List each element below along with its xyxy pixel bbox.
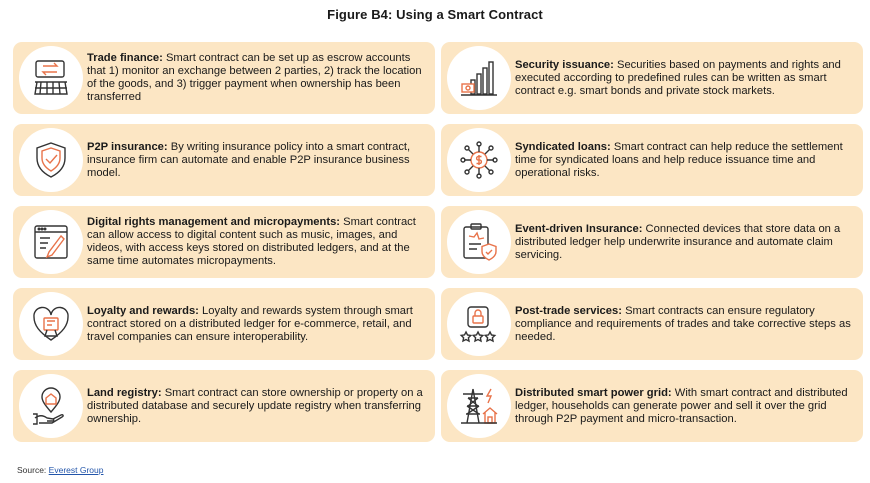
card-trade-finance: Trade finance: Smart contract can be set…: [13, 42, 435, 114]
digital-rights-icon: [19, 210, 83, 274]
card-term: Security issuance:: [515, 58, 614, 71]
card-term: Land registry:: [87, 386, 162, 399]
loyalty-rewards-icon: [19, 292, 83, 356]
card-description: Smart contract can store ownership or pr…: [87, 386, 423, 425]
card-description: By writing insurance policy into a smart…: [87, 140, 411, 179]
card-description: With smart contract and distributed ledg…: [515, 386, 848, 425]
event-driven-insurance-icon: [447, 210, 511, 274]
card-description: Loyalty and rewards system through smart…: [87, 304, 413, 343]
source-note: Source: Everest Group: [17, 465, 103, 475]
card-term: Syndicated loans:: [515, 140, 611, 153]
card-description: Smart contracts can ensure regulatory co…: [515, 304, 851, 343]
source-link[interactable]: Everest Group: [48, 465, 104, 475]
figure-title: Figure B4: Using a Smart Contract: [327, 7, 543, 22]
p2p-insurance-icon: [19, 128, 83, 192]
card-description: Smart contract can be set up as escrow a…: [87, 52, 422, 103]
card-event-driven-insurance: Event-driven Insurance: Connected device…: [441, 206, 863, 278]
card-description: Smart contract can help reduce the settl…: [515, 140, 843, 179]
source-label: Source:: [17, 465, 47, 475]
card-description: Connected devices that store data on a d…: [515, 222, 841, 261]
card-term: Event-driven Insurance:: [515, 222, 643, 235]
card-term: Digital rights management and micropayme…: [87, 216, 341, 228]
card-syndicated-loans: Syndicated loans: Smart contract can hel…: [441, 124, 863, 196]
land-registry-icon: [19, 374, 83, 438]
card-loyalty-rewards: Loyalty and rewards: Loyalty and rewards…: [13, 288, 435, 360]
card-post-trade-services: Post-trade services: Smart contracts can…: [441, 288, 863, 360]
card-term: Trade finance:: [87, 52, 163, 64]
card-p2p-insurance: P2P insurance: By writing insurance poli…: [13, 124, 435, 196]
smart-power-grid-icon: [447, 374, 511, 438]
post-trade-services-icon: [447, 292, 511, 356]
card-term: Loyalty and rewards:: [87, 304, 199, 317]
card-term: P2P insurance:: [87, 140, 168, 153]
card-description: Securities based on payments and rights …: [515, 58, 841, 97]
card-smart-power-grid: Distributed smart power grid: With smart…: [441, 370, 863, 442]
card-term: Distributed smart power grid:: [515, 386, 672, 399]
card-land-registry: Land registry: Smart contract can store …: [13, 370, 435, 442]
card-description: Smart contract can allow access to digit…: [87, 216, 416, 267]
card-term: Post-trade services:: [515, 304, 622, 317]
security-issuance-icon: [447, 46, 511, 110]
syndicated-loans-icon: [447, 128, 511, 192]
trade-finance-icon: [19, 46, 83, 110]
card-security-issuance: Security issuance: Securities based on p…: [441, 42, 863, 114]
card-digital-rights: Digital rights management and micropayme…: [13, 206, 435, 278]
